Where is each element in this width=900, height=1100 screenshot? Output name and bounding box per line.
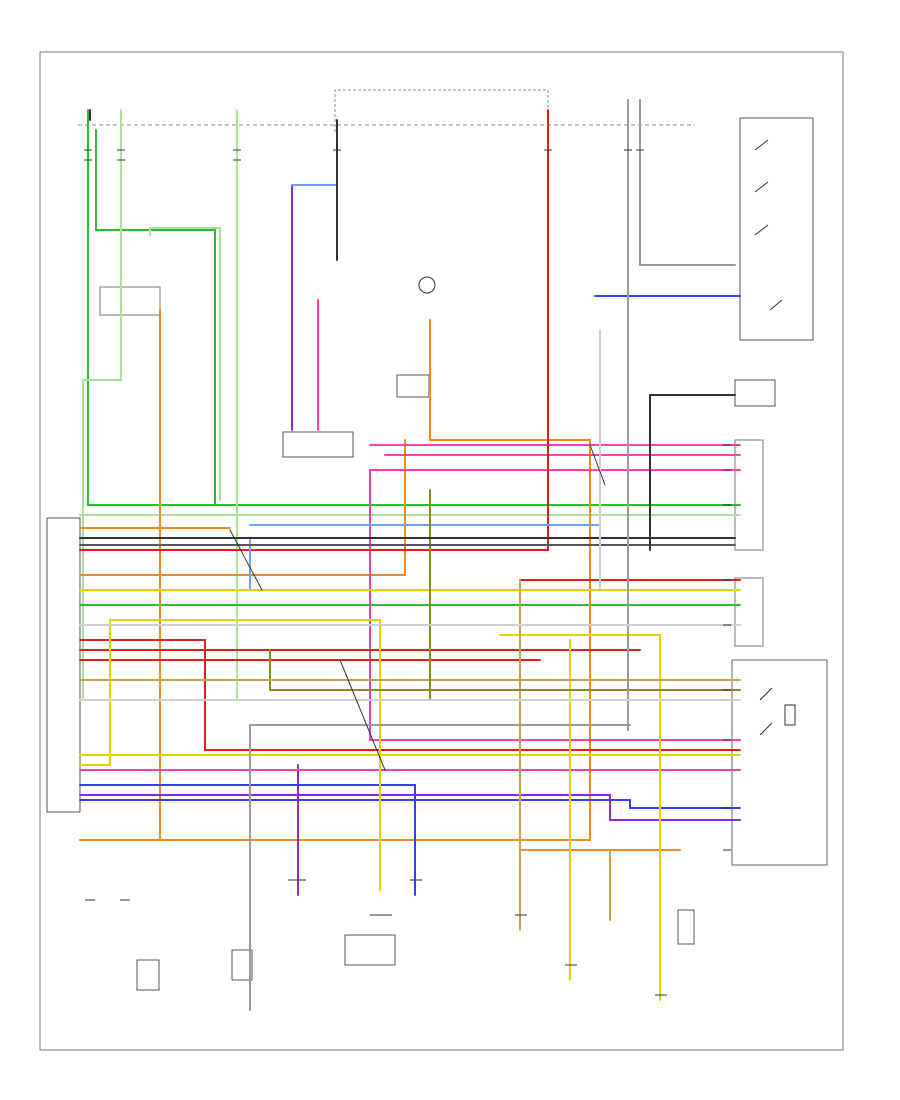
actuator-switch-2	[759, 722, 773, 736]
connector-marks	[84, 149, 731, 996]
wires	[79, 99, 741, 1011]
wire-yellow-4	[499, 634, 661, 1001]
switch-3	[754, 224, 769, 236]
wire-orange-4	[79, 439, 591, 841]
switch-1	[754, 139, 769, 151]
wire-tan-2	[269, 649, 741, 691]
actuator-coil	[784, 704, 796, 726]
speed-sensor	[677, 909, 695, 945]
wire-blue-3	[79, 799, 741, 809]
relay-box	[734, 379, 776, 407]
brake-switch	[231, 949, 253, 981]
wire-green-1	[87, 109, 741, 506]
sensor-connector-bottom	[344, 934, 396, 966]
clutch-switch	[136, 959, 160, 991]
wire-diagonal-3	[589, 444, 606, 486]
wire-diagonal-1	[339, 659, 386, 771]
cruise-actuator	[731, 659, 828, 866]
actuator-switch	[759, 687, 773, 701]
wire-green-2	[95, 129, 216, 506]
wire-red-1	[79, 109, 549, 551]
junction-box-left	[99, 286, 161, 316]
stop-lamp-switch	[418, 276, 436, 294]
switch-2	[754, 181, 769, 193]
wire-red-2	[79, 639, 741, 751]
wire-gray-2	[639, 99, 736, 266]
wire-orange-3	[79, 439, 406, 576]
wire-light-green-2	[149, 227, 221, 501]
right-connector-middle	[734, 577, 764, 647]
throttle-sensor-box	[282, 431, 354, 458]
wire-diagonal-2	[229, 529, 263, 591]
switch-4	[769, 299, 783, 311]
wire-yellow-1	[79, 619, 381, 891]
right-connector-upper	[734, 439, 764, 551]
cruise-switch-panel	[739, 117, 814, 341]
wire-pink-5	[369, 469, 741, 741]
wire-purple-4	[79, 794, 741, 821]
wire-blue-2	[79, 784, 416, 896]
wire-light-green-1	[82, 109, 238, 701]
cruise-control-module	[46, 517, 81, 813]
